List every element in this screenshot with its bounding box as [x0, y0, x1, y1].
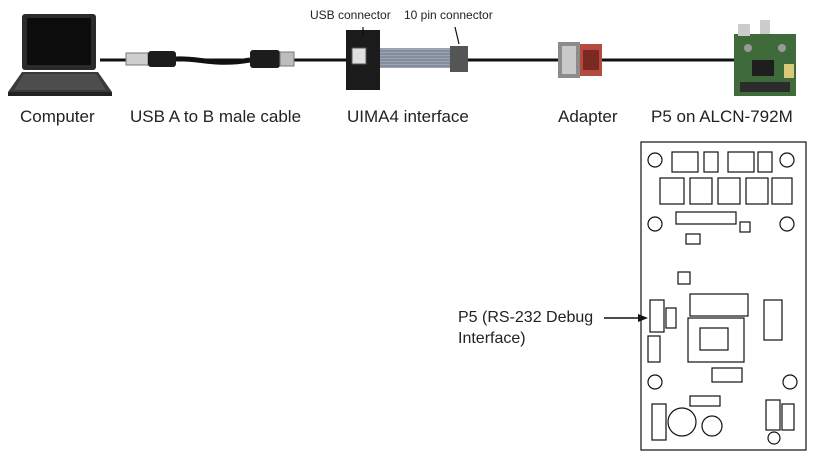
callout-arrow [604, 314, 648, 322]
usb-cable-icon [125, 50, 295, 68]
callout-label-line2: Interface) [458, 330, 526, 347]
board-outline-drawing [640, 141, 807, 451]
usb-connector-label: USB connector [310, 8, 391, 22]
uima4-interface-icon [346, 26, 468, 90]
adapter-label: Adapter [558, 107, 618, 126]
interface-label: UIMA4 interface [347, 107, 469, 126]
laptop-icon [8, 14, 112, 96]
cable-label: USB A to B male cable [130, 107, 302, 126]
adapter-icon [558, 42, 602, 78]
pcb-photo [734, 20, 796, 96]
board-label: P5 on ALCN-792M [651, 107, 793, 126]
computer-label: Computer [20, 107, 95, 126]
pin-connector-label: 10 pin connector [404, 8, 493, 22]
callout-label-line1: P5 (RS-232 Debug [458, 309, 594, 326]
